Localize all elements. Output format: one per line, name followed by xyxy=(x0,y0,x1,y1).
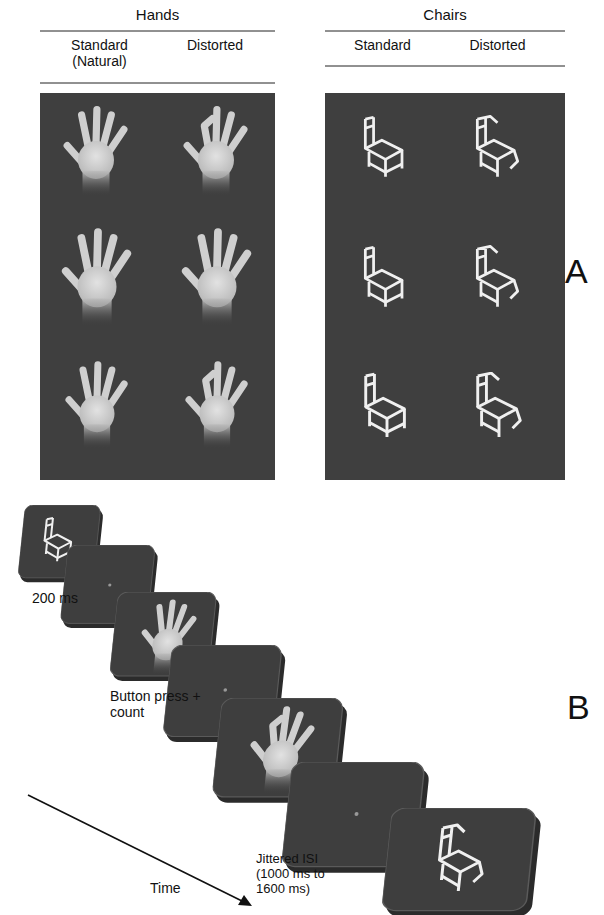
figure-label: Hands xyxy=(40,6,275,23)
hand-stimuli xyxy=(66,110,247,449)
heading-rules xyxy=(40,31,565,83)
figure-label: 200 ms xyxy=(32,590,112,606)
time-arrow xyxy=(28,795,252,906)
figure-label: Chairs xyxy=(325,6,565,23)
stimulus-panel xyxy=(40,93,275,480)
figure-label: Jittered ISI (1000 ms to 1600 ms) xyxy=(256,852,338,897)
stimulus-panel xyxy=(325,93,565,480)
figure-label: A xyxy=(565,252,601,291)
figure-label: Time xyxy=(150,880,210,896)
figure-label: Distorted xyxy=(170,37,260,53)
figure-label: Button press + count xyxy=(110,688,215,720)
chair-stimuli xyxy=(365,116,520,437)
figure-label: B xyxy=(567,688,603,727)
trial-screens xyxy=(17,505,543,915)
figure-label: Standard (Natural) xyxy=(52,37,147,69)
figure-label: Standard xyxy=(325,37,440,53)
figure-label: Distorted xyxy=(440,37,555,53)
